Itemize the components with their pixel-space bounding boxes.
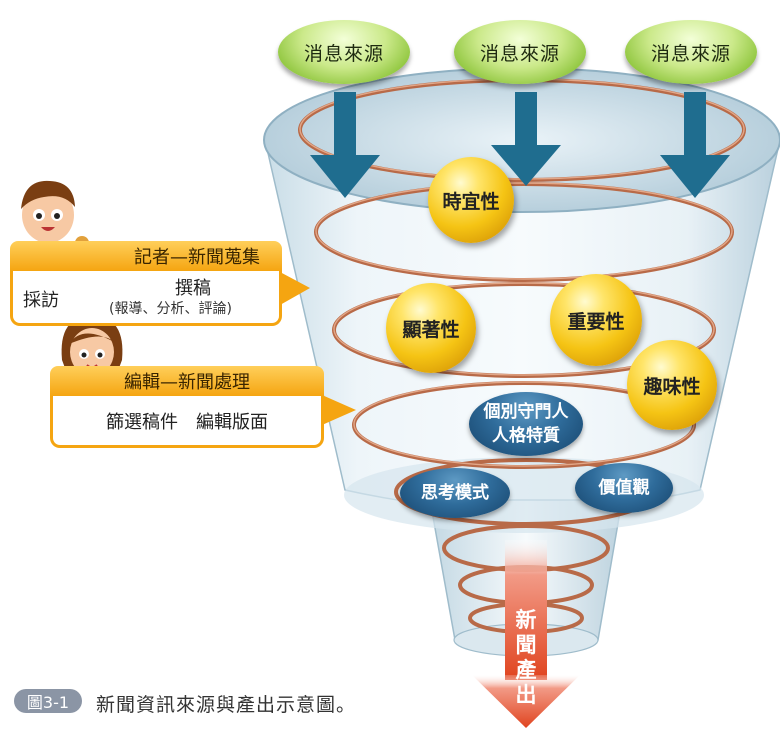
editor-tasks: 篩選稿件 編輯版面	[106, 411, 268, 433]
reporter-interview-label: 採訪	[23, 290, 59, 311]
editor-box-pointer	[322, 395, 356, 425]
source-arrow-right	[660, 92, 730, 198]
figure-caption: 新聞資訊來源與產出示意圖。	[96, 694, 357, 716]
gatekeeper-personality: 個別守門人 人格特質	[469, 392, 583, 456]
reporter-box-body: 採訪 撰稿 (報導、分析、評論)	[10, 271, 282, 326]
reporter-box-pointer	[280, 272, 310, 305]
value-prominence: 顯著性	[386, 283, 476, 373]
news-output-label: 新聞產出	[515, 608, 537, 707]
news-source-1: 消息來源	[278, 20, 410, 84]
source-arrow-middle	[491, 92, 561, 186]
news-source-3: 消息來源	[625, 20, 757, 84]
editor-box-body: 篩選稿件 編輯版面	[50, 396, 324, 448]
gatekeeper-values: 價值觀	[575, 463, 673, 513]
figure-number-badge: 圖3-1	[14, 689, 82, 713]
value-interest: 趣味性	[627, 340, 717, 430]
gatekeeper-thinking-mode: 思考模式	[400, 468, 510, 518]
reporter-box-heading: 記者—新聞蒐集	[10, 241, 282, 271]
value-importance: 重要性	[550, 274, 642, 366]
reporter-writing-detail: (報導、分析、評論)	[109, 301, 232, 317]
output-arrow	[472, 540, 580, 728]
gatekeeper-line1: 個別守門人	[483, 402, 569, 422]
source-arrow-left	[310, 92, 380, 198]
news-source-2: 消息來源	[454, 20, 586, 84]
editor-box-heading: 編輯—新聞處理	[50, 366, 324, 396]
reporter-writing-label: 撰稿	[175, 278, 211, 299]
gatekeeper-line2: 人格特質	[492, 426, 560, 446]
value-timeliness: 時宜性	[428, 157, 514, 243]
